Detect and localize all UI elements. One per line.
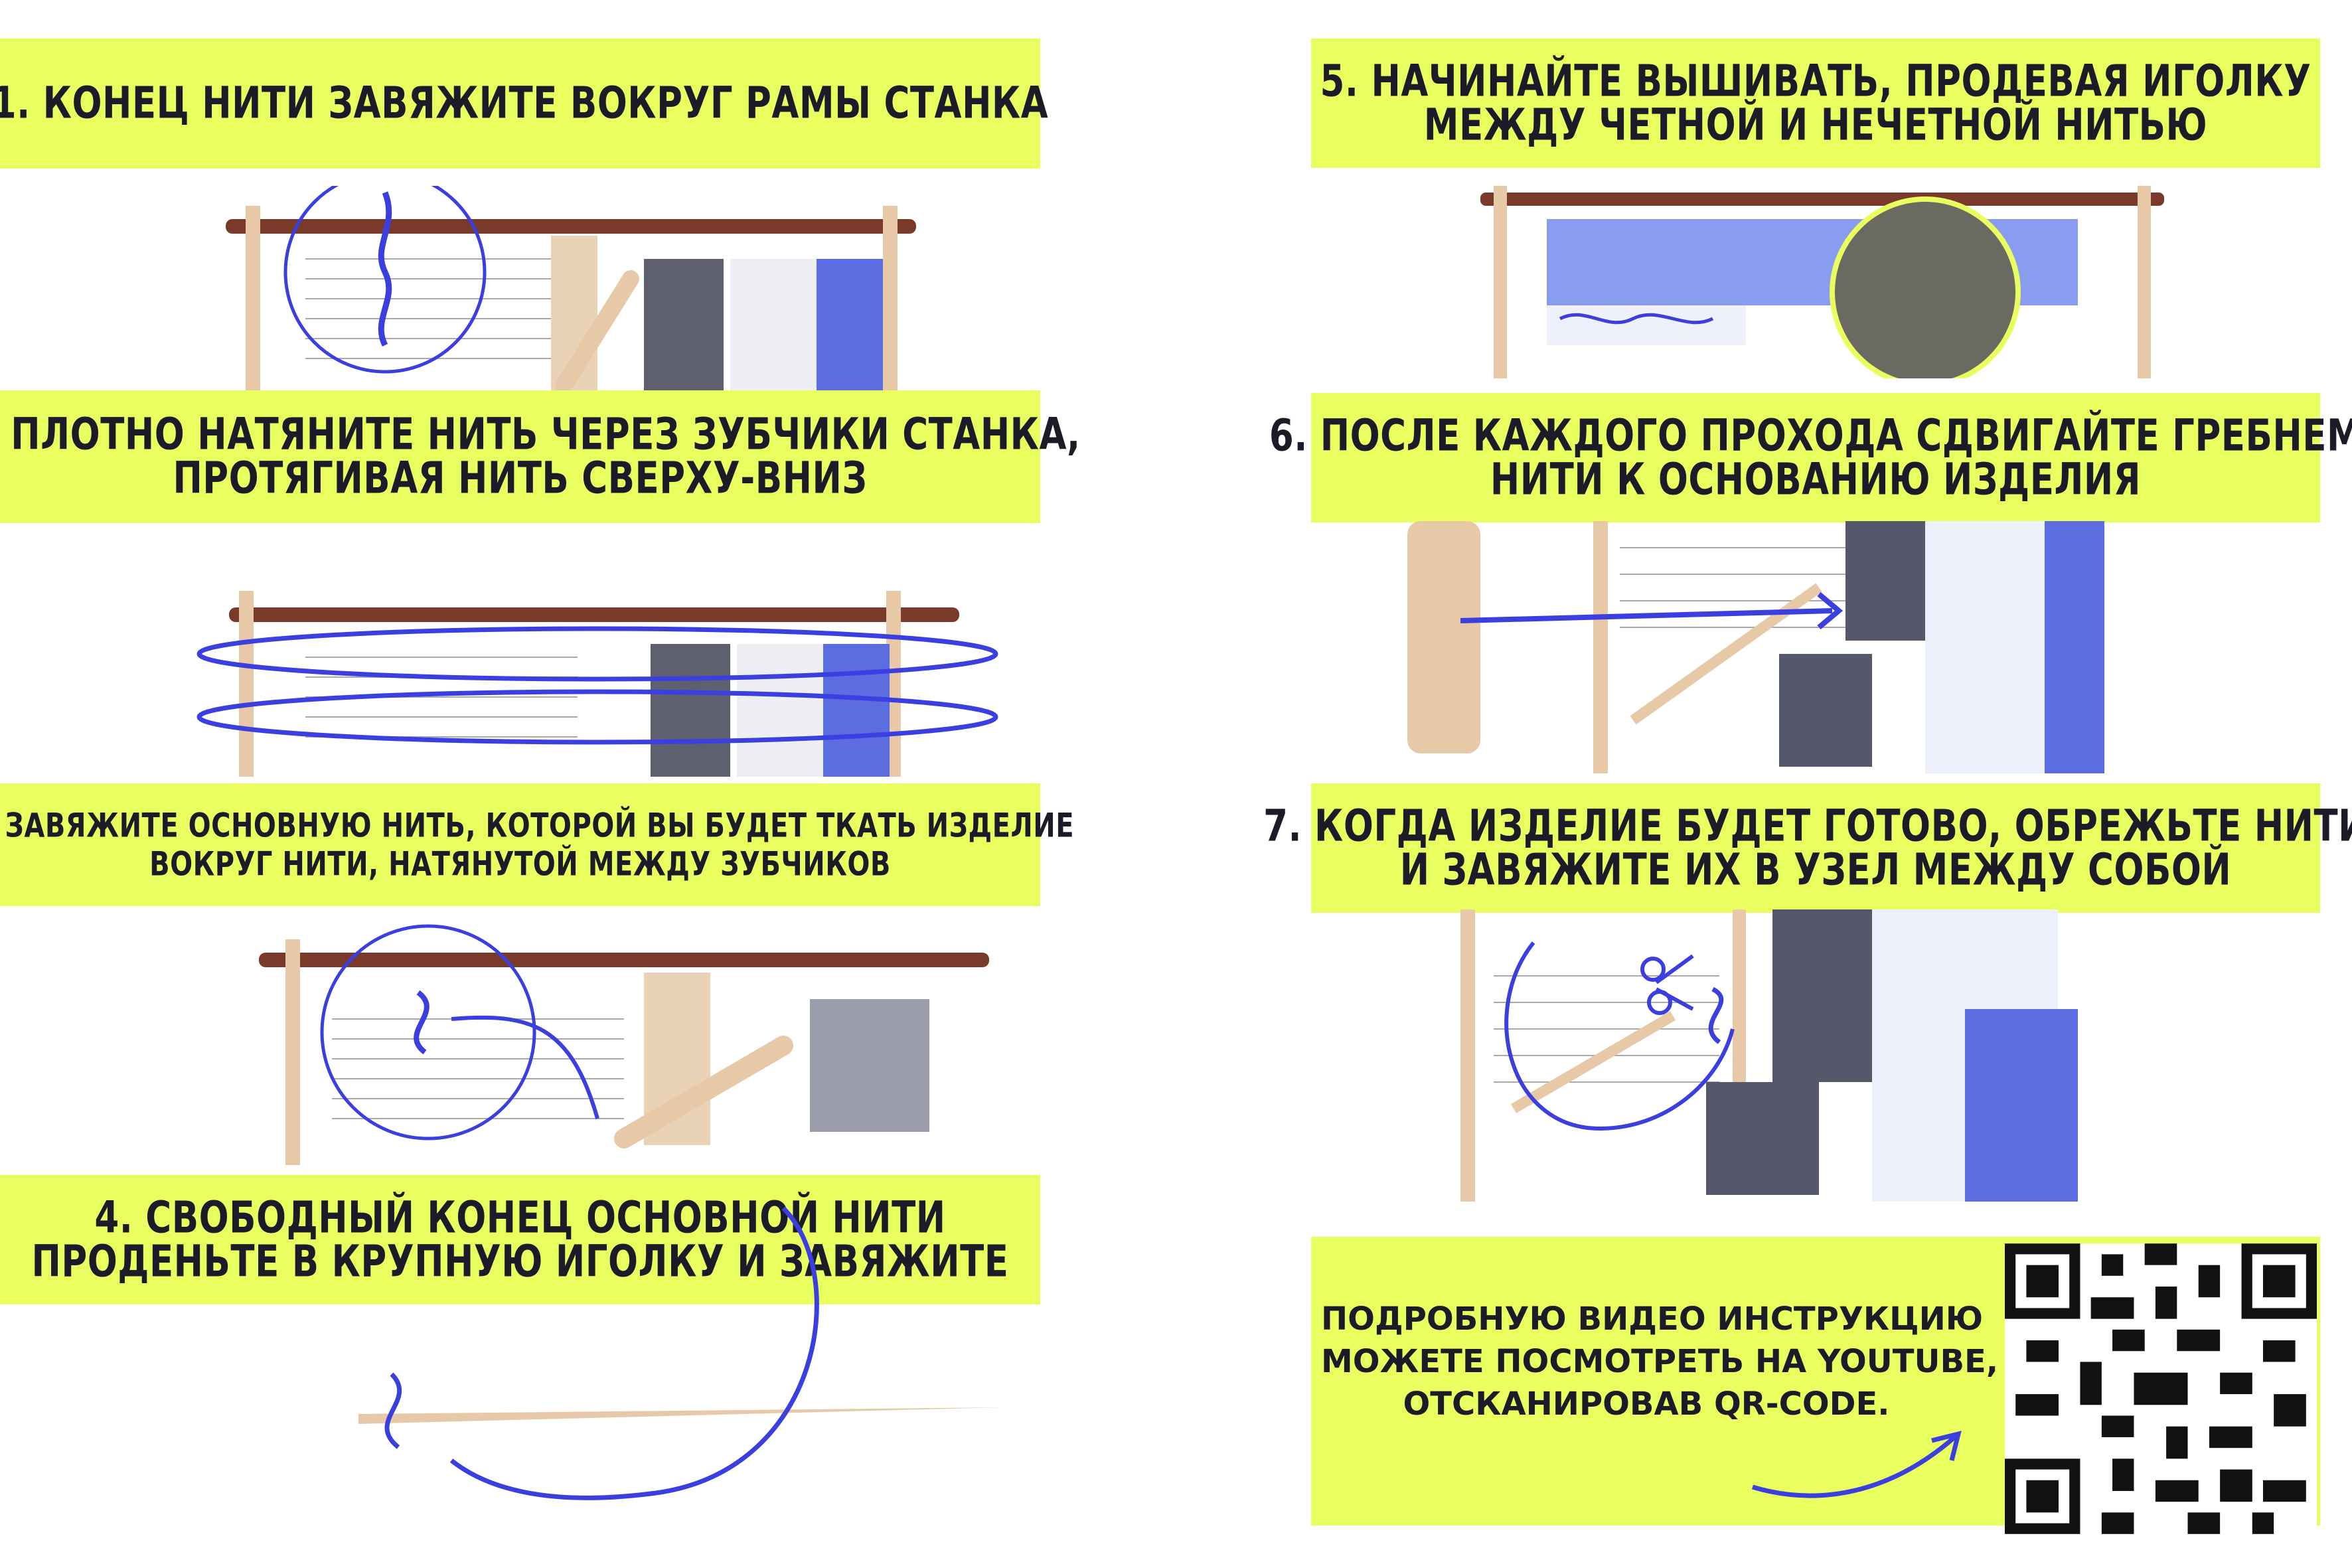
- qr-code-icon[interactable]: [2005, 1243, 2317, 1535]
- step-3-line-2: вокруг нити, натянутой между зубчиков: [149, 844, 891, 884]
- step-6-banner: 6. После каждого прохода сдвигайте гребн…: [1269, 393, 2352, 522]
- needle-illustration: [358, 1206, 1002, 1500]
- step-1-text: 1. Конец нити завяжите вокруг рамы станк…: [0, 78, 1049, 129]
- step-7-line-2: и завяжите их в узел между собой: [1399, 844, 2232, 895]
- video-line-3: отсканировав QR-CODE.: [1403, 1385, 1890, 1423]
- needle-icon: [358, 1407, 1002, 1424]
- step-5-line-1: 5. Начинайте вышивать, продевая иголку: [1320, 55, 2312, 106]
- step-7-banner: 7. Когда изделие будет готово, обрежьте …: [1263, 783, 2352, 913]
- step-1-banner: 1. Конец нити завяжите вокруг рамы станк…: [0, 39, 1048, 169]
- video-line-2: можете посмотреть на YOUTUBE,: [1321, 1343, 1999, 1380]
- step-2-photo: [193, 571, 1009, 777]
- video-instruction-text: Подробную видео инструкцию можете посмот…: [1321, 1298, 1999, 1425]
- loom-illustration-5: [1480, 186, 2164, 378]
- step-6-photo: [1407, 521, 2184, 773]
- loom-illustration-2: [196, 591, 998, 777]
- step-3-banner: 3. Завяжите основную нить, которой вы бу…: [0, 783, 1074, 906]
- step-6-line-2: нити к основанию изделия: [1490, 453, 2142, 505]
- step-2-banner: 2. Плотно натяните нить через зубчики ст…: [0, 390, 1080, 523]
- arrow-icon: [1751, 1431, 1962, 1498]
- scissors-icon: [1640, 954, 1694, 1015]
- step-4-photo: [345, 1195, 1042, 1540]
- step-2-line-2: протягивая нить сверху-вниз: [173, 453, 868, 504]
- step-5-line-2: между четной и нечетной нитью: [1423, 99, 2208, 150]
- video-line-1: Подробную видео инструкцию: [1321, 1300, 1984, 1338]
- step-5-banner: 5. Начинайте вышивать, продевая иголку м…: [1311, 39, 2320, 168]
- step-5-photo: [1474, 179, 2171, 378]
- step-3-photo: [252, 919, 996, 1178]
- step-7-line-1: 7. Когда изделие будет готово, обрежьте …: [1263, 800, 2352, 851]
- step-4-line-2: проденьте в крупную иголку и завяжите: [31, 1235, 1009, 1287]
- loom-illustration-7: [1460, 909, 2078, 1202]
- step-6-line-1: 6. После каждого прохода сдвигайте гребн…: [1269, 410, 2352, 461]
- loom-illustration-6: [1407, 521, 2104, 773]
- step-4-banner: 4. Свободный конец основной нити продень…: [0, 1175, 1040, 1304]
- loom-illustration-3: [259, 924, 989, 1165]
- step-3-line-1: 3. Завяжите основную нить, которой вы бу…: [0, 806, 1075, 845]
- step-7-photo: [1454, 909, 2151, 1202]
- step-1-photo: [219, 186, 916, 392]
- step-2-line-1: 2. Плотно натяните нить через зубчики ст…: [0, 409, 1081, 460]
- loom-illustration-1: [226, 186, 916, 392]
